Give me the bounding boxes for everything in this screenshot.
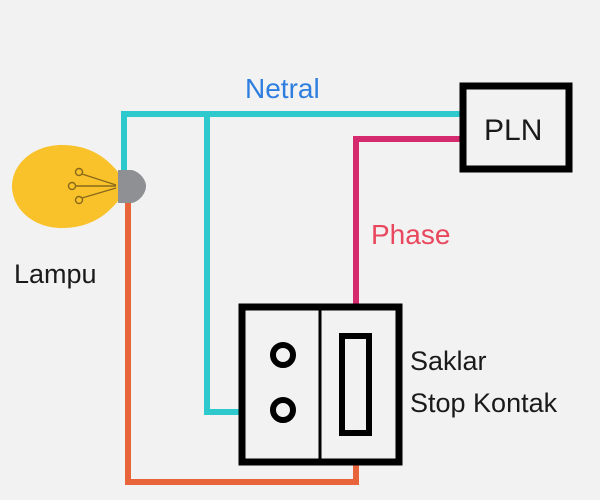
- lamp-label: Lampu: [14, 259, 97, 289]
- neutral-label: Netral: [245, 73, 320, 104]
- switch-rocker: [339, 333, 372, 436]
- switch-socket-box: [238, 303, 403, 466]
- neutral-wire: [121, 111, 476, 178]
- socket-hole-top: [270, 342, 296, 368]
- light-bulb-icon: [12, 145, 146, 228]
- pln-box: [459, 82, 573, 173]
- socket-hole-bottom: [270, 397, 296, 423]
- phase-wire: [353, 136, 476, 340]
- pln-label: PLN: [484, 114, 542, 147]
- switch-label-line1: Saklar: [410, 346, 487, 376]
- switch-label-line2: Stop Kontak: [410, 388, 558, 418]
- phase-label: Phase: [371, 219, 450, 250]
